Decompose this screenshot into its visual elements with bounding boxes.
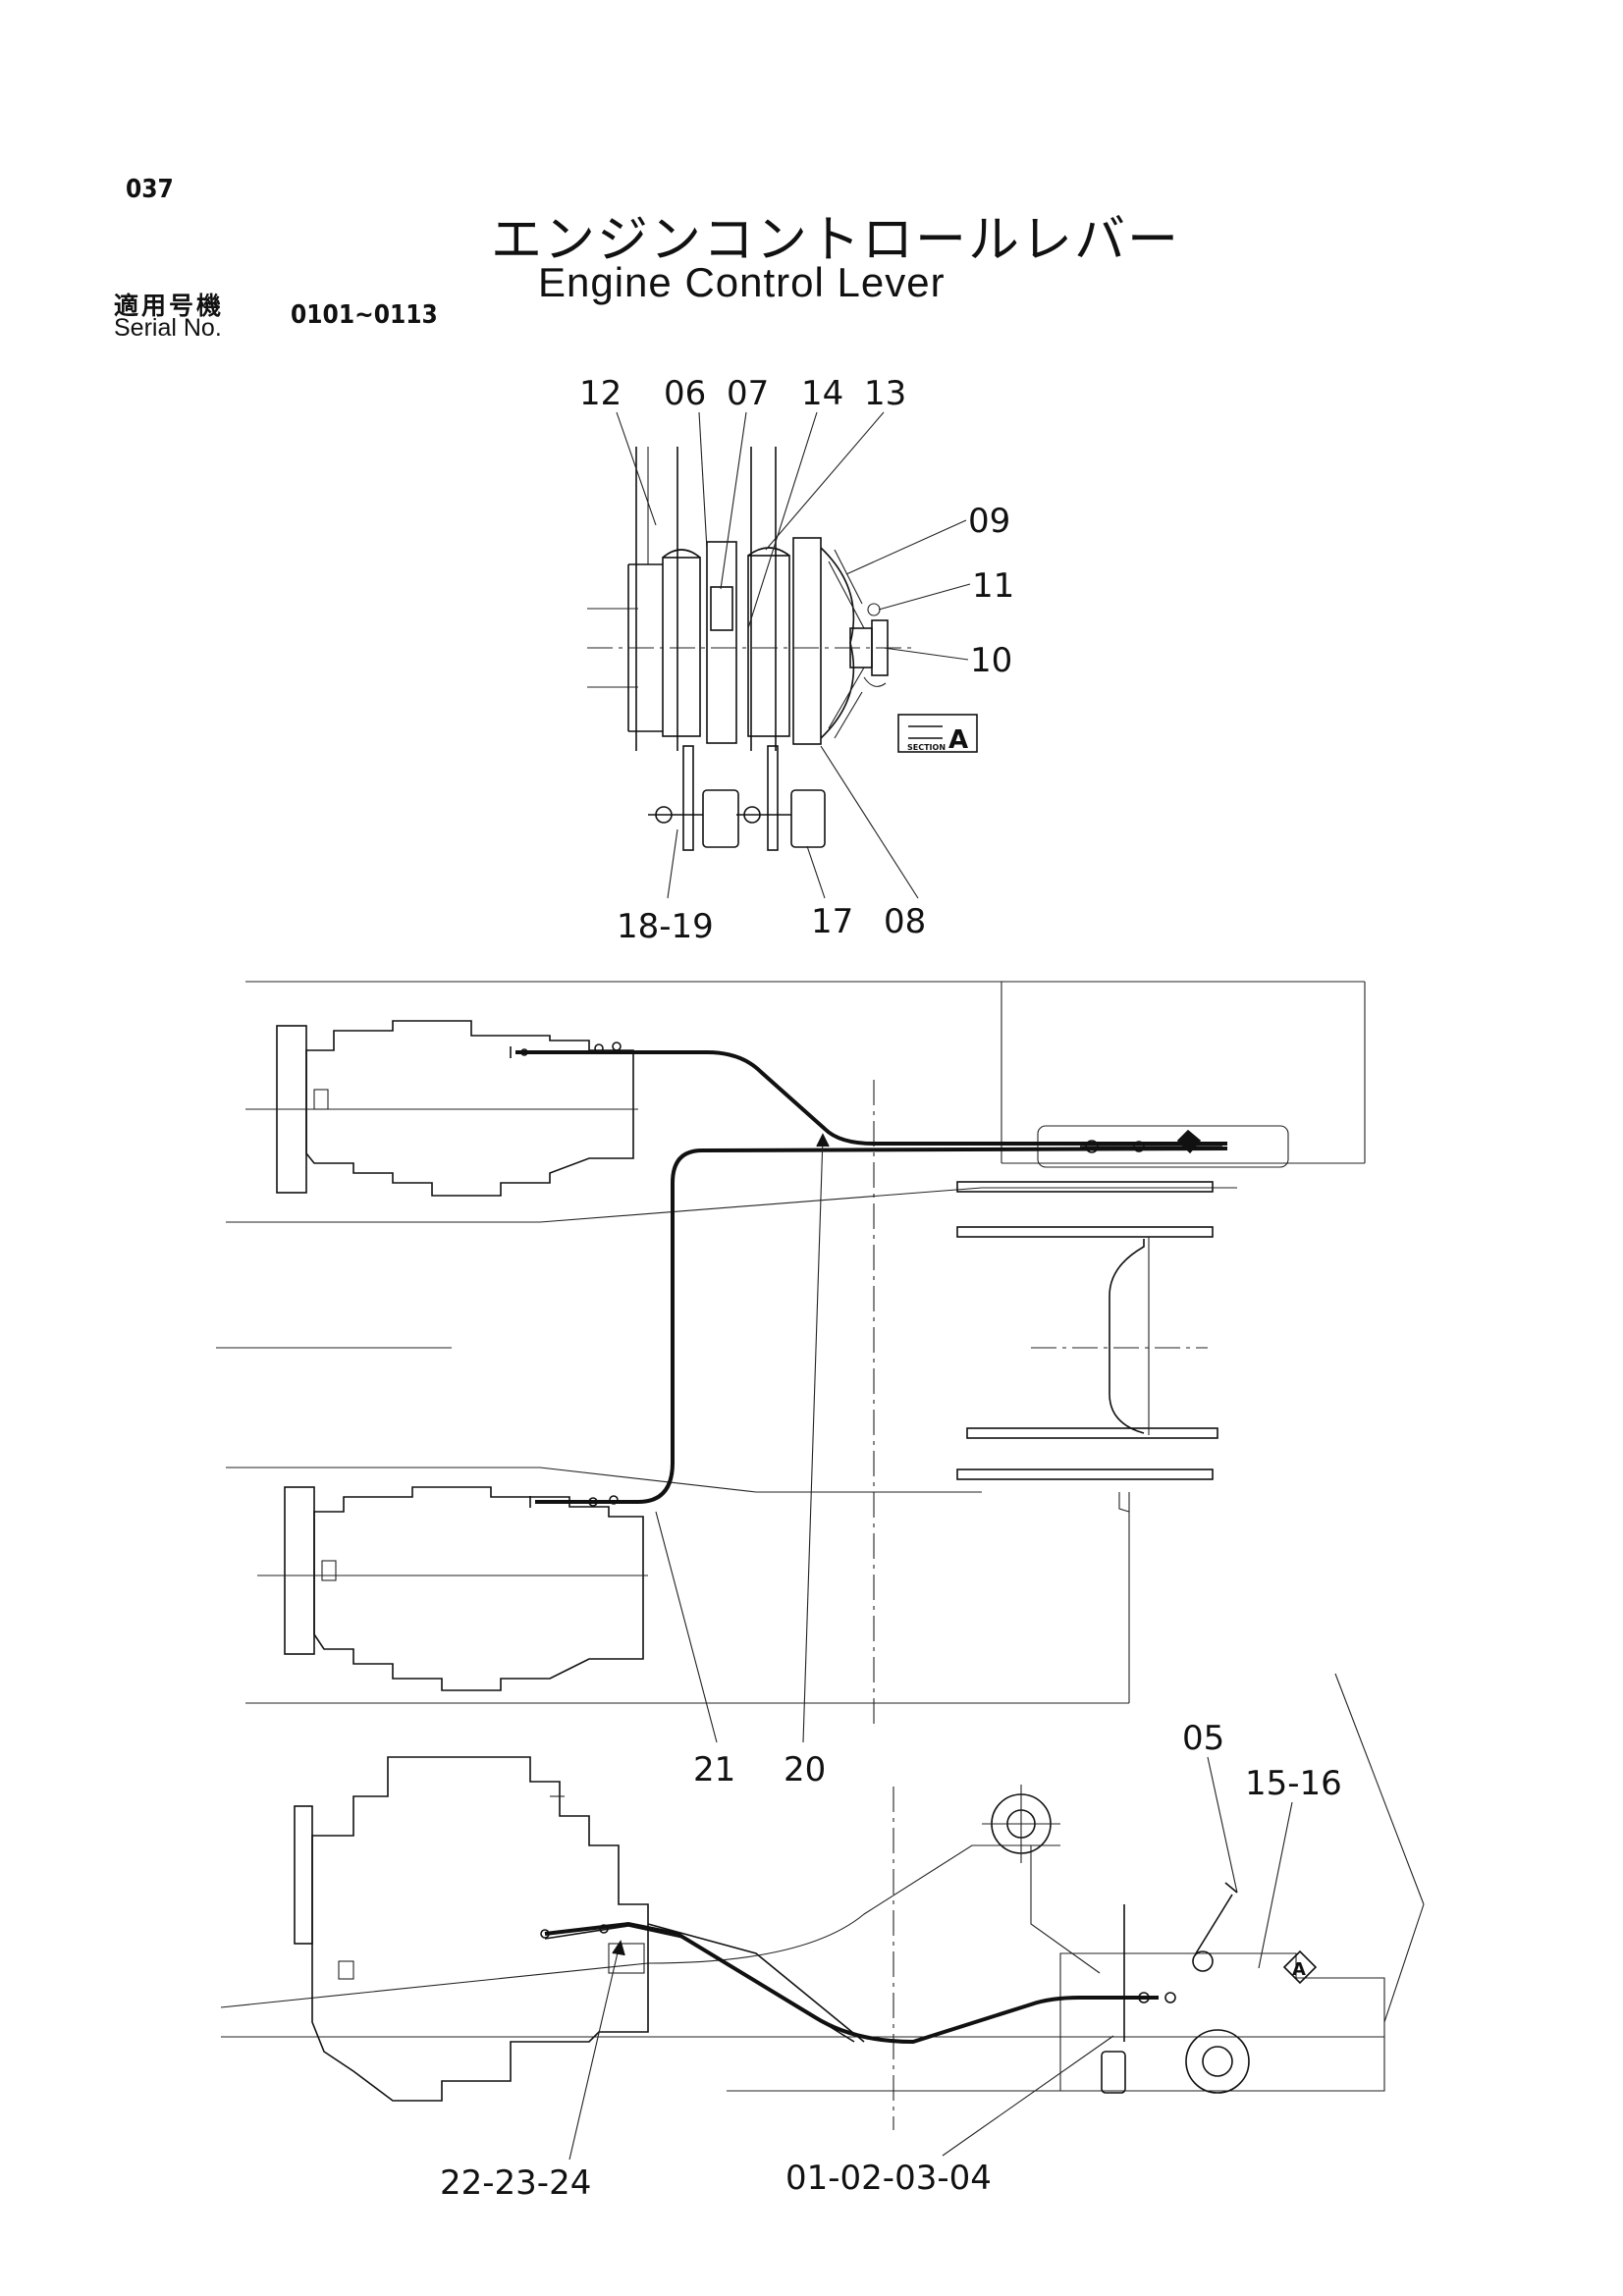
section-tag-letter: A [948,725,968,755]
engine-top [245,1020,638,1197]
callout-12: 12 [579,374,622,413]
section-detail: SECTION A 12 06 07 14 13 09 11 10 18-19 … [579,374,1014,946]
callout-01-02-03-04: 01-02-03-04 [785,2159,992,2198]
callout-14: 14 [801,374,843,413]
callout-22-23-24: 22-23-24 [440,2163,591,2203]
callout-13: 13 [864,374,906,413]
section-tag-word: SECTION [907,743,946,752]
callout-11: 11 [972,566,1014,606]
callout-18-19: 18-19 [617,907,714,946]
callout-08: 08 [884,902,926,941]
callout-15-16: 15-16 [1245,1764,1342,1803]
section-marker-letter: A [1292,1959,1306,1980]
title-japanese: エンジンコントロールレバー [491,211,1181,270]
callout-09: 09 [968,502,1010,541]
callout-05: 05 [1182,1719,1224,1758]
serial-number-range: 0101~0113 [291,300,438,330]
callout-06: 06 [664,374,706,413]
page-number: 037 [126,175,174,204]
serial-label-english: Serial No. [114,314,222,342]
engine-bottom [257,1486,648,1691]
side-view: A 05 15-16 22-23-24 01-02-03-04 [220,1673,1425,2203]
callout-07: 07 [727,374,769,413]
engine-side [294,1756,649,2102]
callout-20: 20 [784,1750,826,1789]
callout-21: 21 [693,1750,735,1789]
serial-label-japanese: 適用号機 [114,292,225,320]
title-english: Engine Control Lever [538,259,946,305]
plan-view: 21 20 [216,981,1366,1789]
callout-17: 17 [811,902,853,941]
callout-10: 10 [970,641,1012,680]
